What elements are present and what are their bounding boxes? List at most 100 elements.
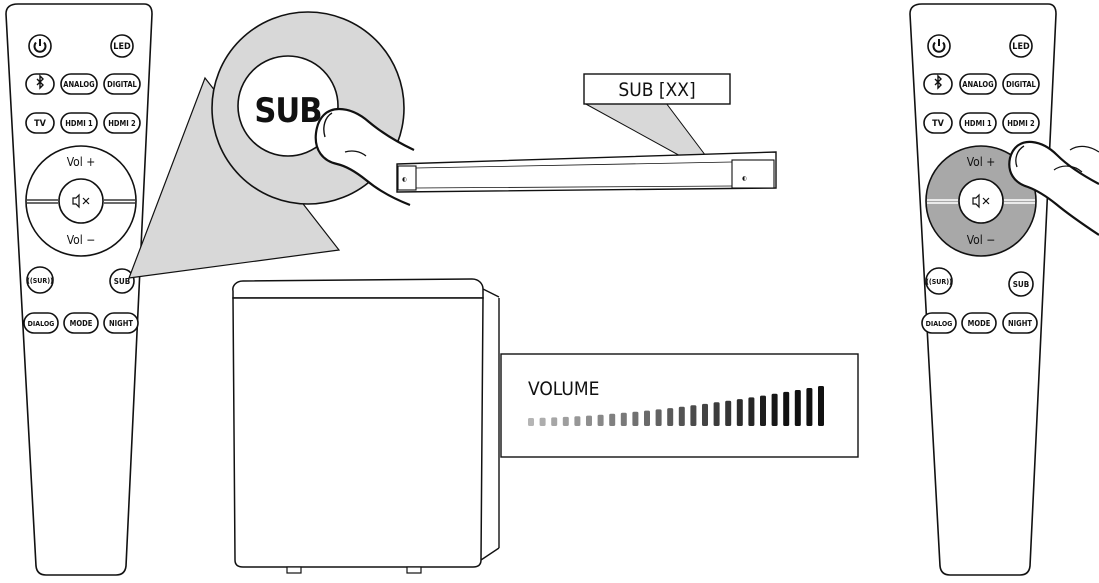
power-button[interactable]	[927, 34, 951, 58]
tv-button-label: TV	[34, 119, 47, 129]
digital-button-label: DIGITAL	[1006, 80, 1036, 89]
volume-bars	[528, 386, 824, 426]
tv-button[interactable]: TV	[923, 112, 953, 134]
digital-button-label: DIGITAL	[107, 80, 137, 89]
volume-bar	[586, 415, 592, 426]
volume-bar	[725, 400, 732, 426]
volume-level-panel: VOLUME	[500, 353, 859, 458]
volume-bar	[771, 393, 778, 426]
soundbar: SUB [XX] ◐ ◐	[396, 73, 777, 193]
sur-button-label: ((SUR))	[926, 278, 952, 286]
analog-button-label: ANALOG	[962, 80, 994, 89]
hdmi1-button[interactable]: HDMI 1	[959, 112, 997, 134]
mute-icon	[72, 193, 90, 209]
zoomed-sub-button: SUB	[237, 55, 339, 157]
soundbar-body: ◐ ◐	[396, 151, 777, 193]
dialog-button-label: DIALOG	[28, 320, 55, 328]
bluetooth-button[interactable]	[923, 73, 953, 95]
volume-bar	[818, 386, 824, 426]
vol-minus-button[interactable]: Vol −	[967, 233, 996, 247]
night-button[interactable]: NIGHT	[1002, 312, 1038, 334]
analog-button-label: ANALOG	[63, 80, 95, 89]
vol-plus-label: Vol +	[67, 155, 96, 169]
night-button-label: NIGHT	[1008, 319, 1032, 328]
sur-button-label: ((SUR))	[27, 277, 53, 285]
led-button[interactable]: LED	[110, 34, 134, 58]
tv-button[interactable]: TV	[25, 112, 55, 134]
soundbar-display: SUB [XX]	[583, 73, 731, 105]
volume-bar	[794, 390, 801, 426]
mode-button[interactable]: MODE	[63, 312, 99, 334]
mute-button[interactable]	[958, 178, 1004, 224]
svg-text:◐: ◐	[402, 176, 407, 183]
hdmi1-button[interactable]: HDMI 1	[60, 112, 98, 134]
led-button[interactable]: LED	[1009, 34, 1033, 58]
hdmi2-button-label: HDMI 2	[108, 119, 136, 128]
tv-button-label: TV	[932, 119, 945, 129]
volume-bar	[551, 417, 558, 426]
mode-button-label: MODE	[968, 319, 991, 328]
volume-bar	[736, 399, 743, 426]
volume-bar	[539, 417, 546, 426]
sub-button[interactable]: SUB	[1008, 271, 1034, 297]
volume-bar	[748, 397, 755, 426]
night-button-label: NIGHT	[109, 319, 133, 328]
sub-button-label: SUB	[1013, 280, 1030, 289]
pressing-hand-icon	[1008, 140, 1099, 236]
analog-button[interactable]: ANALOG	[959, 73, 997, 95]
power-button[interactable]	[28, 34, 52, 58]
bluetooth-icon	[934, 74, 942, 90]
volume-bar	[644, 410, 650, 426]
soundbar-display-text: SUB [XX]	[618, 79, 695, 101]
volume-bar	[783, 391, 790, 426]
sub-button-zoom-callout: SUB	[128, 11, 415, 279]
remote-control-left: LED ANALOG DIGITAL TV HDMI 1 HDMI 2	[5, 3, 153, 576]
hdmi2-button[interactable]: HDMI 2	[103, 112, 141, 134]
volume-bar	[713, 402, 720, 426]
sub-button-label: SUB	[114, 277, 131, 286]
vol-plus-label: Vol +	[967, 155, 996, 169]
pressing-hand-icon	[314, 107, 415, 207]
volume-bar	[655, 409, 662, 426]
analog-button[interactable]: ANALOG	[60, 73, 98, 95]
led-button-label: LED	[1012, 42, 1030, 52]
zoomed-sub-label: SUB	[254, 91, 321, 131]
hdmi1-button-label: HDMI 1	[964, 119, 992, 128]
bluetooth-button[interactable]	[25, 73, 55, 95]
power-icon	[33, 39, 47, 53]
mode-button[interactable]: MODE	[961, 312, 997, 334]
volume-bar	[667, 408, 674, 426]
vol-plus-button[interactable]: Vol +	[67, 155, 96, 169]
subwoofer	[232, 278, 500, 574]
volume-bar	[760, 395, 766, 426]
volume-bar	[632, 411, 639, 426]
night-button[interactable]: NIGHT	[103, 312, 139, 334]
vol-plus-button[interactable]: Vol +	[967, 155, 996, 169]
sub-button[interactable]: SUB	[109, 268, 135, 294]
volume-bar	[574, 416, 581, 426]
mode-button-label: MODE	[70, 319, 93, 328]
dialog-button[interactable]: DIALOG	[23, 312, 59, 334]
digital-button[interactable]: DIGITAL	[103, 73, 141, 95]
hdmi2-button[interactable]: HDMI 2	[1002, 112, 1040, 134]
vol-minus-button[interactable]: Vol −	[67, 233, 96, 247]
hdmi2-button-label: HDMI 2	[1007, 119, 1035, 128]
volume-bar	[528, 418, 534, 426]
volume-label: VOLUME	[528, 378, 599, 400]
bluetooth-icon	[36, 74, 44, 90]
dialog-button[interactable]: DIALOG	[921, 312, 957, 334]
volume-bar	[702, 403, 708, 426]
volume-bar	[597, 414, 604, 426]
hdmi1-button-label: HDMI 1	[65, 119, 93, 128]
power-icon	[932, 39, 946, 53]
volume-bar	[609, 413, 616, 426]
digital-button[interactable]: DIGITAL	[1002, 73, 1040, 95]
sur-button[interactable]: ((SUR))	[925, 267, 953, 295]
sur-button[interactable]: ((SUR))	[26, 266, 54, 294]
mute-button[interactable]	[58, 178, 104, 224]
svg-text:◐: ◐	[742, 175, 747, 182]
dialog-button-label: DIALOG	[926, 320, 953, 328]
volume-bar	[690, 405, 697, 426]
volume-bar	[678, 406, 685, 426]
